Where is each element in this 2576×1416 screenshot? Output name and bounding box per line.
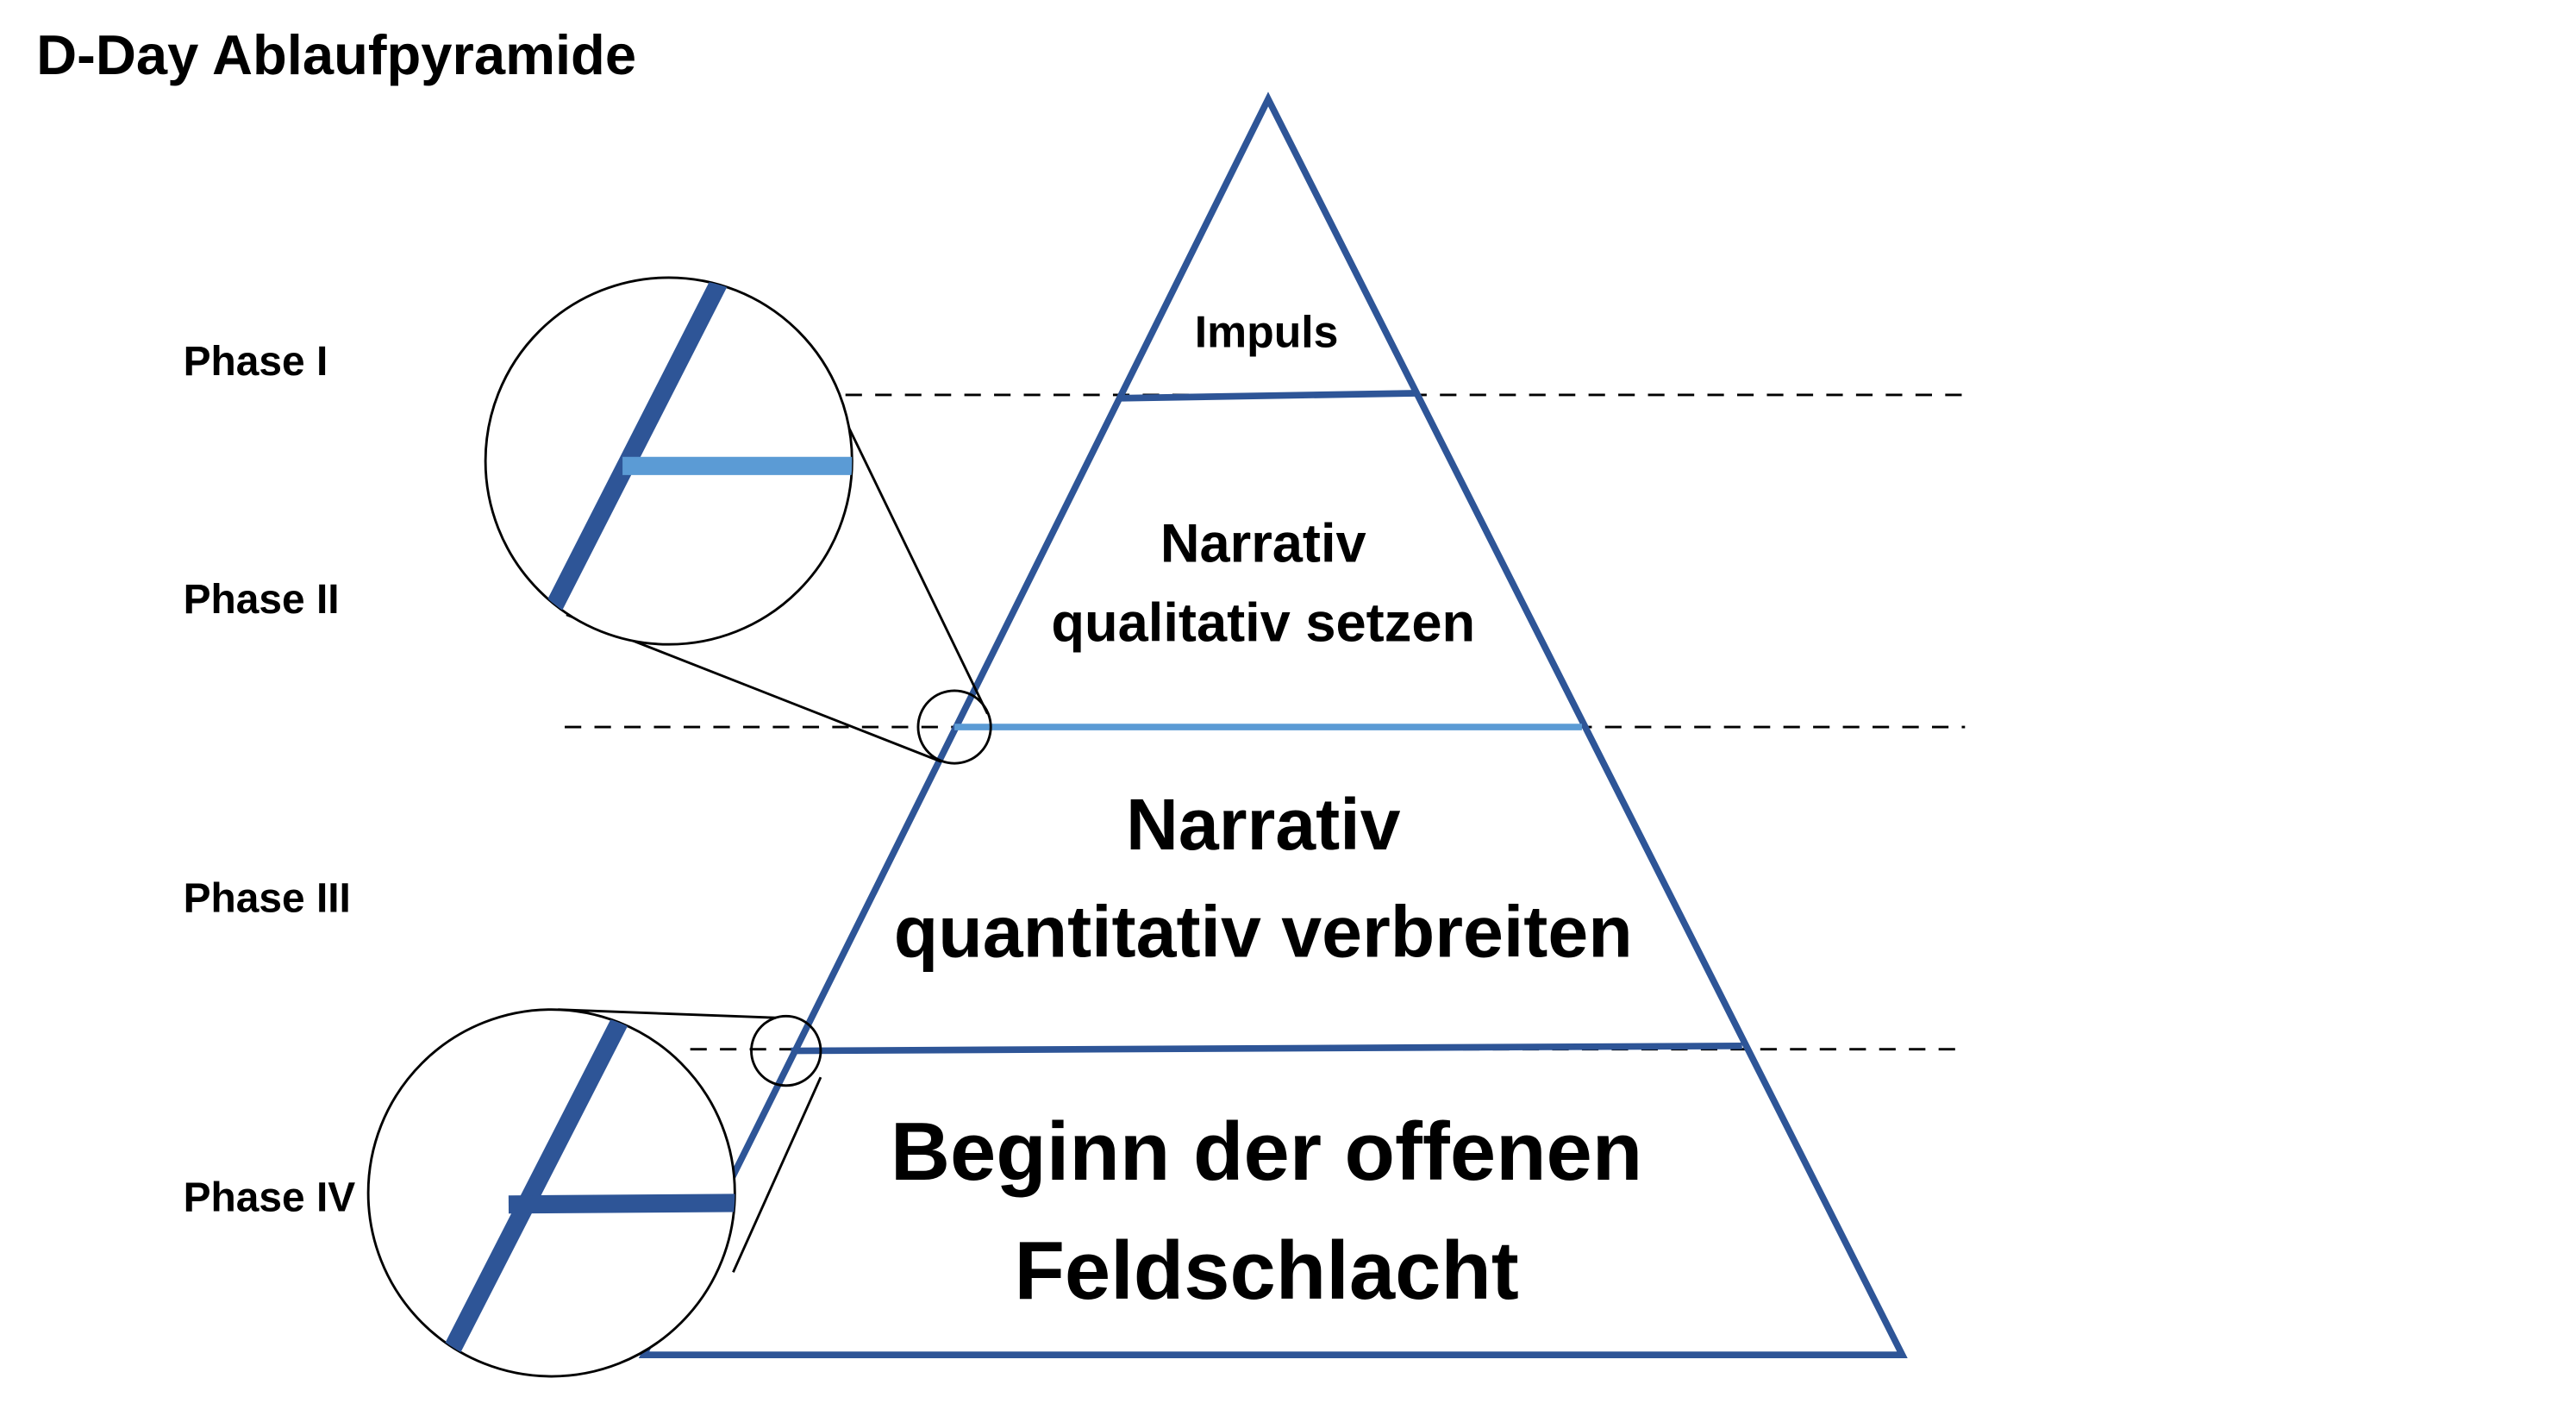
zoom-edge-line [541,277,728,619]
tier-impuls: Impuls [1195,306,1339,356]
zoom-lens-circle [366,1008,736,1378]
tier-label-line-1: Narrativ [1160,513,1366,573]
zoom-target-circle [750,1014,822,1087]
tier-feldschlacht: Beginn der offenen Feldschlacht [891,1106,1642,1317]
zoom-edge-line [439,1012,631,1363]
tier-label-line-1: Beginn der offenen [891,1106,1642,1198]
tier-label-line-2: qualitativ setzen [1051,592,1475,653]
phase-label-4: Phase IV [184,1175,356,1220]
zoom-connector [732,1076,822,1273]
zoom-target-circle [916,689,992,765]
tier-narrativ-quantitativ: Narrativ quantitativ verbreiten [894,784,1633,973]
zoom-callout-bottom [366,1008,822,1378]
tier-label-line-2: Feldschlacht [1014,1225,1518,1317]
phase-label-1: Phase I [184,339,328,385]
zoom-connector [829,389,989,715]
zoom-callout-top [484,276,992,765]
zoom-connector [558,1008,777,1019]
tier-label-impuls: Impuls [1195,306,1339,356]
tier-label-line-2: quantitativ verbreiten [894,891,1633,972]
phase-label-2: Phase II [184,577,340,623]
tier-label-line-1: Narrativ [1126,784,1401,865]
tier-narrativ-qualitativ: Narrativ qualitativ setzen [1051,513,1475,653]
phase-label-3: Phase III [184,876,351,922]
tier-divider-1 [1121,390,1416,402]
tier-divider-3 [791,1042,1742,1055]
page-title: D-Day Ablaufpyramide [36,23,636,86]
zoom-divider-line [508,1194,735,1214]
